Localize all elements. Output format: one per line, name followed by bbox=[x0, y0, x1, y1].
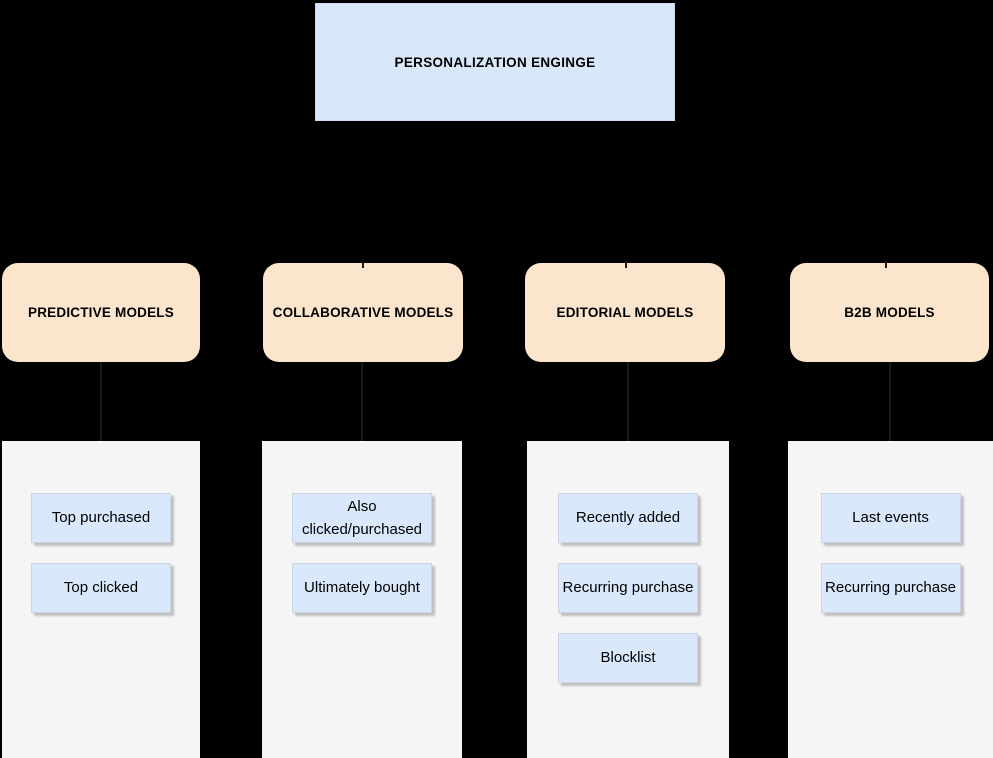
arrow-line bbox=[100, 362, 102, 470]
branch-label: B2B MODELS bbox=[844, 305, 935, 320]
node-top-purchased: Top purchased bbox=[31, 493, 171, 543]
connector-line-tip bbox=[362, 263, 364, 268]
connector-line-tip bbox=[885, 263, 887, 268]
node-personalization-engine: PERSONALIZATION ENGINGE bbox=[315, 3, 675, 121]
node-recurring-purchase: Recurring purchase bbox=[558, 563, 698, 613]
branch-b2b-models: B2B MODELS bbox=[790, 263, 989, 362]
branch-predictive-models: PREDICTIVE MODELS bbox=[2, 263, 200, 362]
node-ultimately-bought: Ultimately bought bbox=[292, 563, 432, 613]
arrow-line bbox=[361, 362, 363, 470]
root-node-label: PERSONALIZATION ENGINGE bbox=[394, 54, 596, 70]
arrow-line bbox=[889, 362, 891, 470]
node-top-clicked: Top clicked bbox=[31, 563, 171, 613]
column-predictive-models: Top purchased Top clicked bbox=[2, 441, 200, 758]
node-also-clicked-purchased: Also clicked/purchased bbox=[292, 493, 432, 543]
node-recently-added: Recently added bbox=[558, 493, 698, 543]
branch-label: PREDICTIVE MODELS bbox=[28, 305, 174, 320]
node-recurring-purchase: Recurring purchase bbox=[820, 563, 961, 613]
connector-line-tip bbox=[625, 263, 627, 268]
column-editorial-models: Recently added Recurring purchase Blockl… bbox=[527, 441, 729, 758]
branch-editorial-models: EDITORIAL MODELS bbox=[525, 263, 725, 362]
branch-label: EDITORIAL MODELS bbox=[556, 305, 694, 320]
node-last-events: Last events bbox=[820, 493, 961, 543]
column-collaborative-models: Also clicked/purchased Ultimately bought bbox=[262, 441, 462, 758]
node-blocklist: Blocklist bbox=[558, 633, 698, 683]
column-b2b-models: Last events Recurring purchase bbox=[788, 441, 993, 758]
arrow-line bbox=[627, 362, 629, 470]
branch-collaborative-models: COLLABORATIVE MODELS bbox=[263, 263, 463, 362]
branch-label: COLLABORATIVE MODELS bbox=[272, 305, 454, 320]
